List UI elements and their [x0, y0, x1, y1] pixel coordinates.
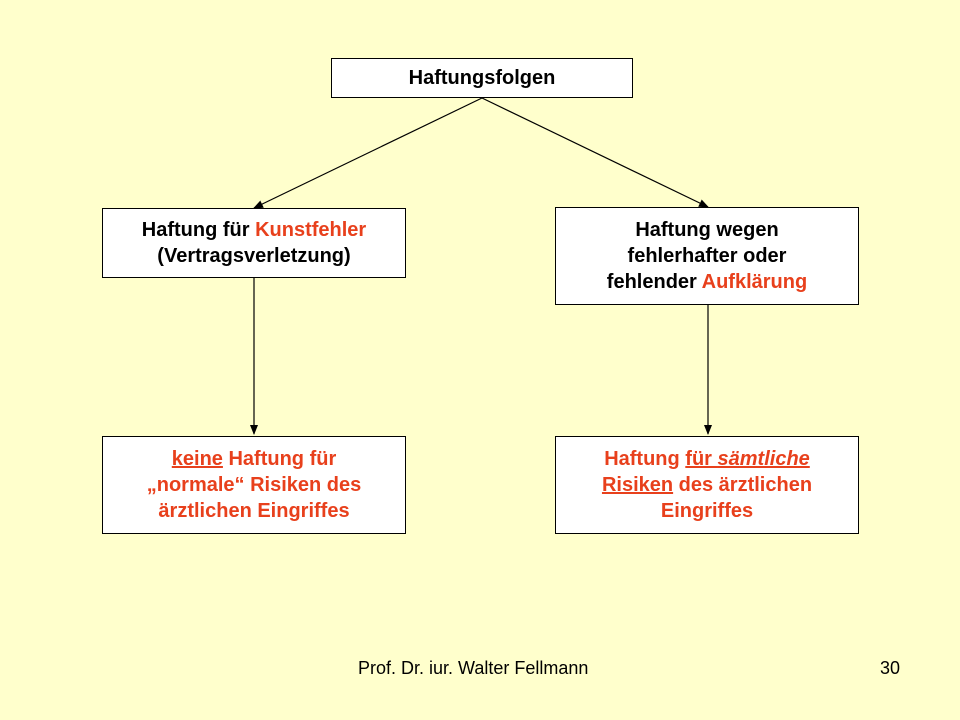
right-branch-box: Haftung wegen fehlerhafter oder fehlende… — [555, 207, 859, 305]
left-branch-keyword: Kunstfehler — [255, 219, 367, 241]
right-result-line3: Eingriffes — [660, 500, 754, 522]
left-branch-line1-text: Haftung für — [141, 219, 256, 241]
footer-page-number: 30 — [880, 658, 901, 678]
right-result-box: Haftung für sämtliche Risiken des ärztli… — [555, 436, 859, 534]
left-branch-box: Haftung für Kunstfehler (Vertragsverletz… — [102, 208, 406, 278]
right-branch-line3: fehlender Aufklärung — [607, 269, 807, 295]
right-result-line2: Risiken des ärztlichen — [602, 472, 812, 498]
right-branch-line1: Haftung wegen — [635, 219, 779, 241]
arrow-root-to-left — [253, 97, 483, 209]
left-branch-line1: Haftung für Kunstfehler — [142, 217, 366, 243]
right-result-saemtliche: sämtliche — [717, 448, 810, 470]
right-branch-keyword: Aufklärung — [701, 271, 808, 293]
right-result-fuer: für — [685, 448, 718, 470]
root-label: Haftungsfolgen — [408, 67, 556, 89]
right-result-risiken: Risiken — [601, 474, 674, 496]
right-result-line2-text: des ärztlichen — [673, 474, 813, 496]
left-result-line2: „normale“ Risiken des — [146, 474, 362, 496]
left-result-line3: ärztlichen Eingriffes — [158, 500, 350, 522]
root-box: Haftungsfolgen — [331, 58, 633, 98]
left-result-line1-text: Haftung für — [222, 448, 337, 470]
left-result-keyword: keine — [171, 448, 223, 470]
left-result-box: keine Haftung für „normale“ Risiken des … — [102, 436, 406, 534]
right-result-line1: Haftung für sämtliche — [602, 446, 812, 472]
right-result-line1-text: Haftung — [604, 448, 686, 470]
left-branch-line2: (Vertragsverletzung) — [157, 245, 351, 267]
left-result-line1: keine Haftung für — [147, 446, 362, 472]
right-branch-line2: fehlerhafter oder — [627, 245, 787, 267]
footer-author: Prof. Dr. iur. Walter Fellmann — [358, 658, 589, 678]
right-branch-line3-text: fehlender — [606, 271, 702, 293]
arrow-root-to-right — [481, 97, 709, 208]
